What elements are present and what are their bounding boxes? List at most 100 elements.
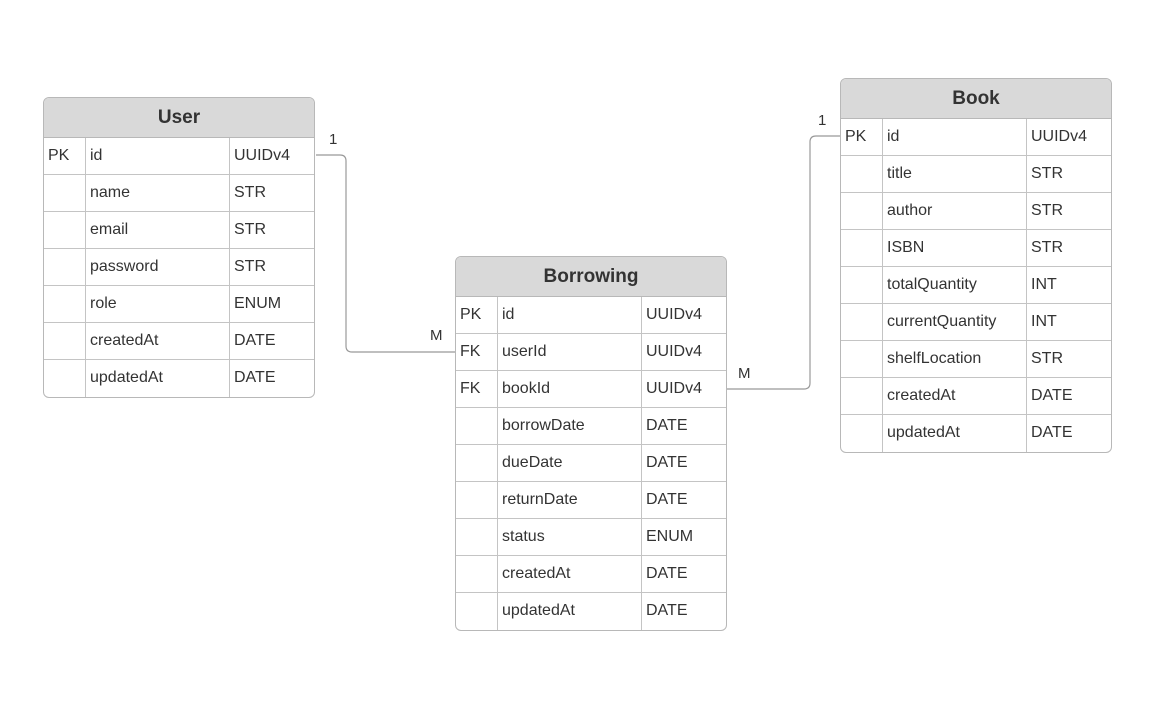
key-cell bbox=[44, 286, 86, 322]
field-type: UUIDv4 bbox=[646, 380, 703, 397]
field-name: createdAt bbox=[86, 323, 230, 359]
field-name: updatedAt bbox=[498, 593, 642, 630]
field-name: updatedAt bbox=[86, 360, 230, 397]
book-borrowing-cardinality-many: M bbox=[738, 365, 751, 382]
field-type: UUIDv4 bbox=[234, 147, 291, 164]
field-name: updatedAt bbox=[883, 415, 1027, 452]
field-name: ISBN bbox=[883, 230, 1027, 266]
key-cell bbox=[841, 156, 883, 192]
entity-title: User bbox=[44, 98, 314, 138]
field-name: createdAt bbox=[498, 556, 642, 592]
field-type: DATE bbox=[646, 565, 688, 582]
key-cell bbox=[841, 415, 883, 452]
field-type: DATE bbox=[646, 491, 688, 508]
key-cell bbox=[456, 519, 498, 555]
user-borrowing-connector bbox=[316, 154, 455, 353]
key-cell bbox=[456, 593, 498, 630]
field-name: role bbox=[86, 286, 230, 322]
field-name: currentQuantity bbox=[883, 304, 1027, 340]
key-cell bbox=[44, 323, 86, 359]
key-cell bbox=[841, 267, 883, 303]
key-cell: PK bbox=[44, 138, 86, 174]
field-type: ENUM bbox=[646, 528, 694, 545]
key-cell bbox=[456, 482, 498, 518]
field-type: DATE bbox=[1031, 387, 1073, 404]
field-name: password bbox=[86, 249, 230, 285]
field-type: STR bbox=[234, 258, 266, 275]
key-cell bbox=[841, 304, 883, 340]
key-cell bbox=[44, 249, 86, 285]
field-type: STR bbox=[234, 184, 266, 201]
key-cell: FK bbox=[456, 371, 498, 407]
key-cell bbox=[44, 212, 86, 248]
key-cell bbox=[456, 556, 498, 592]
field-name: email bbox=[86, 212, 230, 248]
book-borrowing-cardinality-one: 1 bbox=[818, 112, 827, 129]
book-borrowing-connector bbox=[727, 135, 840, 390]
field-type: DATE bbox=[646, 602, 688, 619]
field-name: createdAt bbox=[883, 378, 1027, 414]
field-name: borrowDate bbox=[498, 408, 642, 444]
entity-title: Book bbox=[841, 79, 1111, 119]
field-type: DATE bbox=[1031, 424, 1073, 441]
user-borrowing-cardinality-one: 1 bbox=[329, 131, 338, 148]
field-type: ENUM bbox=[234, 295, 282, 312]
user-borrowing-cardinality-many: M bbox=[430, 327, 443, 344]
field-name: id bbox=[86, 138, 230, 174]
field-name: bookId bbox=[498, 371, 642, 407]
field-name: shelfLocation bbox=[883, 341, 1027, 377]
field-name: id bbox=[883, 119, 1027, 155]
field-name: totalQuantity bbox=[883, 267, 1027, 303]
field-type: DATE bbox=[234, 369, 276, 386]
field-type: STR bbox=[1031, 202, 1063, 219]
field-type: STR bbox=[1031, 350, 1063, 367]
key-cell bbox=[456, 408, 498, 444]
key-cell bbox=[841, 193, 883, 229]
field-name: userId bbox=[498, 334, 642, 370]
key-cell: PK bbox=[456, 297, 498, 333]
field-name: dueDate bbox=[498, 445, 642, 481]
field-name: id bbox=[498, 297, 642, 333]
field-type: DATE bbox=[646, 454, 688, 471]
key-cell bbox=[841, 230, 883, 266]
field-type: DATE bbox=[234, 332, 276, 349]
key-cell: FK bbox=[456, 334, 498, 370]
key-cell bbox=[44, 175, 86, 211]
field-type: STR bbox=[1031, 239, 1063, 256]
key-cell bbox=[841, 341, 883, 377]
field-name: author bbox=[883, 193, 1027, 229]
entity-title: Borrowing bbox=[456, 257, 726, 297]
key-cell bbox=[44, 360, 86, 397]
field-type: UUIDv4 bbox=[646, 306, 703, 323]
key-cell: PK bbox=[841, 119, 883, 155]
